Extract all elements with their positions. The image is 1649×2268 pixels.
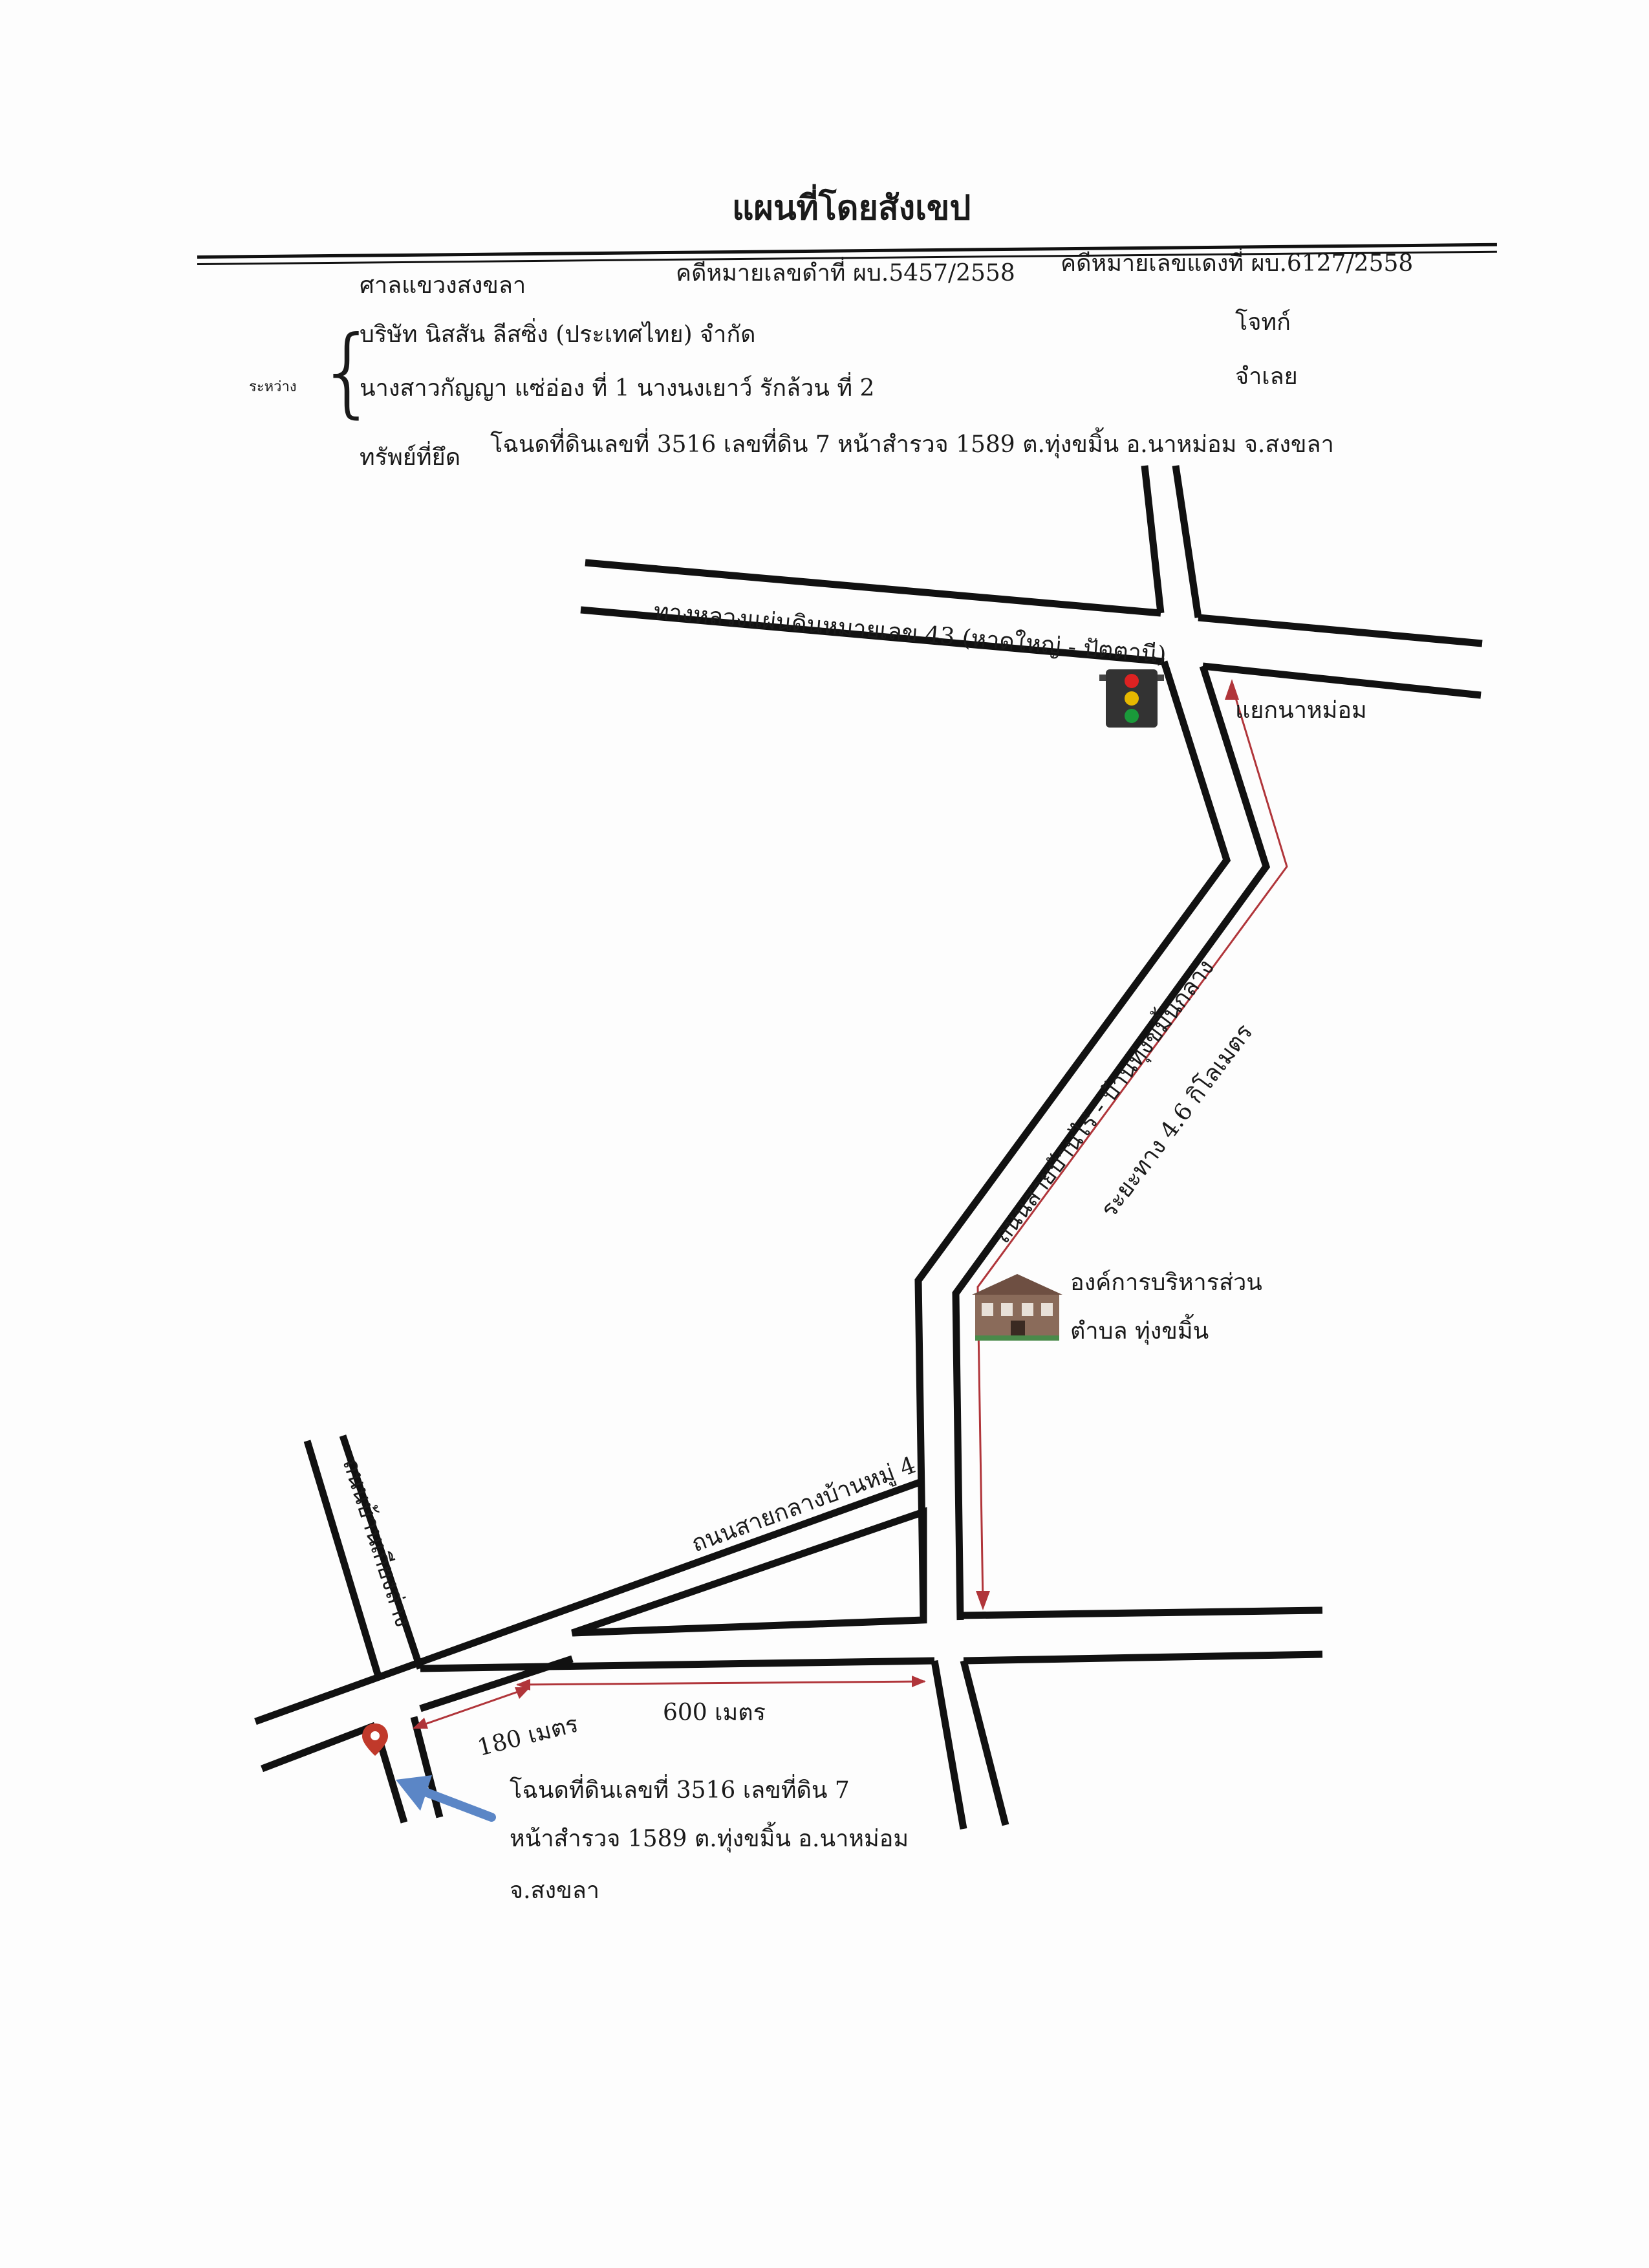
dimension-180-right-head	[515, 1687, 530, 1699]
property-label: ทรัพย์ที่ยึด	[360, 444, 461, 471]
plaintiff-role: โจทก์	[1235, 309, 1291, 336]
dimension-600-label: 600 เมตร	[663, 1700, 766, 1726]
roads	[254, 465, 1483, 1830]
highway-43-top-edge-east	[1198, 614, 1483, 647]
land-label-line1: โฉนดที่ดินเลขที่ 3516 เลขที่ดิน 7	[510, 1774, 850, 1804]
plaintiff-name: บริษัท นิสสัน ลีสซิ่ง (ประเทศไทย) จำกัด	[360, 321, 756, 348]
left-road-west-edge	[303, 1440, 382, 1678]
south-road-left	[931, 1660, 967, 1830]
tao-label-line2: ตำบล ทุ่งขมิ้น	[1070, 1313, 1209, 1345]
north-road-right	[1172, 465, 1202, 618]
black-case-number: คดีหมายเลขดำที่ ผบ.5457/2558	[676, 260, 1015, 286]
lower-road-bottom-edge-east	[963, 1650, 1323, 1665]
south-road-right	[960, 1659, 1009, 1826]
highway-43-bottom-edge	[580, 606, 1165, 665]
main-road-right-edge	[952, 665, 1271, 1621]
village-road-label: ถนนสายกลางบ้านหมู่ 4	[688, 1452, 920, 1558]
land-label-line3: จ.สงขลา	[510, 1877, 599, 1904]
lower-road-top-edge	[960, 1606, 1323, 1619]
dimension-600-right-head	[912, 1676, 926, 1687]
page-title: แผนที่โดยสังเขป	[732, 188, 971, 228]
village-road-upper-edge	[254, 1477, 925, 1725]
red-case-number: คดีหมายเลขแดงที่ ผบ.6127/2558	[1061, 250, 1414, 277]
village-road-lower-edge	[261, 1722, 376, 1773]
left-road-label: ถนนบ้านเกียงล่าง	[337, 1455, 416, 1630]
building-icon	[972, 1274, 1062, 1341]
highway-43-bottom-edge-east	[1202, 662, 1482, 699]
traffic-light-icon	[1099, 669, 1164, 728]
parties-brace: {	[317, 316, 379, 428]
highway-43-top-edge	[585, 559, 1161, 617]
location-pin-icon	[362, 1723, 388, 1756]
between-label: ระหว่าง	[249, 379, 297, 395]
route-markers	[413, 679, 1288, 1729]
route-line	[976, 685, 1288, 1604]
dimension-180-label: 180 เมตร	[475, 1711, 581, 1762]
dimension-180	[413, 1687, 530, 1729]
route-arrowhead-north	[1225, 679, 1239, 700]
north-road-left	[1141, 465, 1165, 614]
junction-label: แยกนาหม่อม	[1235, 697, 1367, 724]
property-description: โฉนดที่ดินเลขที่ 3516 เลขที่ดิน 7 หน้าสำ…	[490, 431, 1334, 458]
dimension-180-left-head	[413, 1718, 428, 1729]
distance-label: ระยะทาง 4.6 กิโลเมตร	[1095, 1019, 1258, 1222]
defendant-role: จำเลย	[1235, 363, 1298, 390]
court-name: ศาลแขวงสงขลา	[360, 272, 526, 299]
tao-label-line1: องค์การบริหารส่วน	[1070, 1269, 1262, 1296]
left-road-east-edge	[339, 1434, 424, 1670]
triangle-island	[571, 1507, 927, 1637]
lower-road-bottom-edge-west	[420, 1657, 935, 1672]
pointer-arrow-icon	[396, 1775, 496, 1822]
defendant-names: นางสาวกัญญา แซ่อ่อง ที่ 1 นางนงเยาว์ รัก…	[360, 375, 875, 402]
main-road-left-edge	[914, 660, 1231, 1621]
dimension-600	[517, 1680, 925, 1686]
land-label-line2: หน้าสำรวจ 1589 ต.ทุ่งขมิ้น อ.นาหม่อม	[510, 1821, 909, 1853]
route-arrowhead-south	[976, 1591, 990, 1610]
